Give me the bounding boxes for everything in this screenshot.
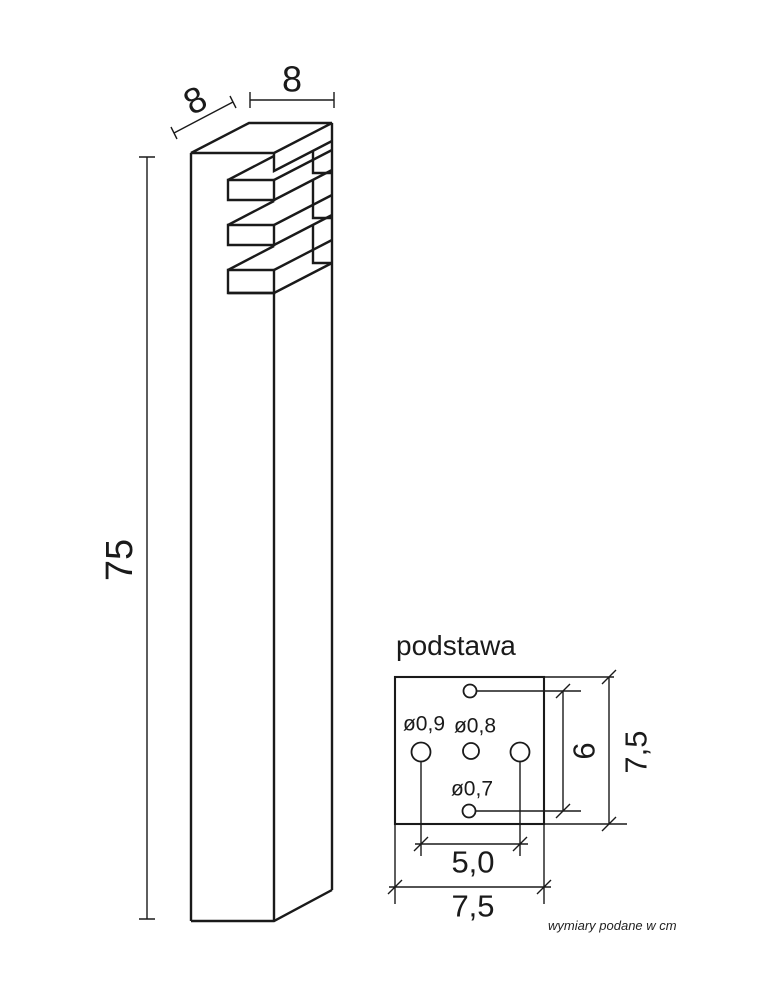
dim-height: 75 [99, 156, 155, 920]
hole-mid-left [410, 741, 432, 763]
dim-6-label: 6 [567, 742, 602, 759]
fin1-front-face [226, 178, 276, 202]
hole-label-08: ø0,8 [454, 715, 496, 738]
dim-depth-line [170, 95, 237, 140]
dim-width-line [249, 92, 335, 108]
dim-50-line [413, 836, 528, 852]
dim-75-bottom-line [387, 879, 552, 895]
dim-height-line [139, 156, 155, 920]
fin2-top-right-edge [273, 193, 333, 227]
post-fin-1 [226, 148, 333, 202]
fin2-bottom-right-edge [273, 213, 333, 247]
dim-75-right-ext [544, 676, 627, 825]
dim-75-bottom-ext [394, 824, 545, 904]
fin1-top-right-edge [273, 148, 333, 182]
fin1-bottom-right-edge [273, 168, 333, 202]
cap-top-face [190, 121, 333, 155]
dim-depth-label: 8 [177, 77, 214, 123]
dim-50-ext [420, 762, 521, 856]
fin3-front-face [226, 268, 276, 295]
hole-mid-right [509, 741, 531, 763]
dim-75-bottom-label: 7,5 [451, 889, 494, 924]
dim-depth: 8 [170, 77, 237, 140]
post-oblique-view [189, 121, 334, 923]
fin3-gap-diagonal [227, 244, 275, 272]
units-note: wymiary podane w cm [548, 918, 677, 933]
web-3 [311, 225, 332, 265]
hole-bottom [461, 803, 477, 819]
post-fin-2 [226, 193, 333, 247]
hole-label-09: ø0,9 [403, 713, 445, 736]
fin3-top-right-edge [273, 238, 333, 272]
dim-plate-width: 7,5 [387, 824, 552, 924]
dim-width: 8 [249, 59, 335, 108]
dim-75-right-line [601, 669, 617, 832]
fin2-front-face [226, 223, 276, 247]
fin1-gap-diagonal [227, 154, 275, 182]
dim-50-label: 5,0 [451, 845, 494, 880]
fin2-gap-diagonal [227, 199, 275, 227]
base-plate-outline [393, 675, 546, 826]
post-bottom-edges [191, 888, 333, 923]
dim-width-label: 8 [282, 59, 302, 100]
dim-hole-spacing-vertical: 6 [555, 683, 602, 819]
dim-height-label: 75 [99, 539, 141, 581]
base-plate-plan: podstawa ø0,9 ø0,8 ø0,7 6 7, [387, 630, 654, 924]
post-fin-3 [226, 238, 333, 295]
dim-6-line [555, 683, 571, 819]
post-rear-webs [311, 151, 332, 265]
hole-label-07: ø0,7 [451, 778, 493, 801]
base-plan-title: podstawa [396, 630, 516, 661]
dim-hole-spacing-horizontal: 5,0 [413, 762, 528, 880]
dim-75-right-label: 7,5 [619, 730, 654, 773]
dim-plate-depth: 7,5 [544, 669, 654, 832]
web-2 [311, 180, 332, 220]
hole-top [462, 683, 478, 699]
cap-right-face [272, 139, 333, 173]
post-body [189, 153, 333, 923]
web-1 [311, 151, 332, 175]
hole-center [462, 742, 480, 760]
